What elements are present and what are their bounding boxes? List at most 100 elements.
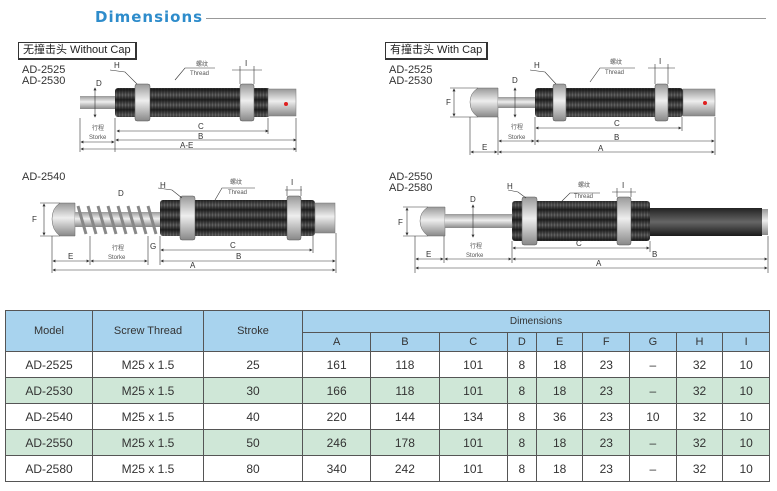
table-cell: – [629,351,677,378]
table-cell: 10 [722,429,770,456]
model-label: AD-2525 [22,64,65,76]
dim-label-c: C [576,239,582,248]
table-cell: 23 [582,351,631,378]
table-cell: 25 [203,351,303,378]
table-cell: 32 [675,455,724,482]
table-cell: 32 [675,429,724,456]
table-cell: 30 [203,377,303,404]
dim-label-e: E [426,250,431,259]
table-cell: 18 [535,351,584,378]
dim-label-f: F [446,98,451,107]
model-label: AD-2580 [389,182,432,194]
dim-label-b: B [652,250,657,259]
table-cell: 10 [722,377,770,404]
table-cell: 10 [629,403,677,430]
table-cell: 8 [506,429,537,456]
drawing-without-cap-2525-2530: AD-2525 AD-2530 D H 螺纹 Thread I [22,59,297,152]
stroke-cn-label: 行程 [470,242,482,250]
table-cell: – [629,377,677,404]
table-cell: 18 [535,455,584,482]
table-cell: – [629,429,677,456]
header-dim-b: B [370,332,440,352]
table-cell: 10 [722,455,770,482]
table-cell: 246 [301,429,372,456]
header-dim-e: E [535,332,584,352]
dim-label-g: G [150,242,156,251]
thread-cn-label: 螺纹 [196,60,208,68]
table-cell: 242 [370,455,440,482]
table-cell: 32 [675,351,724,378]
dim-label-d: D [512,76,518,85]
thread-label: Thread [190,71,209,77]
table-cell: 101 [438,351,508,378]
stroke-label: Storke [466,253,484,259]
table-cell: 134 [438,403,508,430]
header-screw-thread: Screw Thread [92,310,204,352]
dim-label-e: E [68,252,73,261]
stroke-label: Storke [108,255,126,261]
dim-label-d: D [96,79,102,88]
table-cell: 32 [675,403,724,430]
table-cell: 220 [301,403,372,430]
table-cell: 18 [535,429,584,456]
dim-label-h: H [507,182,513,191]
stroke-cn-label: 行程 [511,123,523,131]
table-cell: 340 [301,455,372,482]
table-cell: M25 x 1.5 [92,377,204,404]
stroke-cn-label: 行程 [112,244,124,252]
stroke-label: Storke [89,135,107,141]
table-cell: M25 x 1.5 [92,403,204,430]
dim-label-b: B [614,133,619,142]
table-cell: 10 [722,351,770,378]
header-dim-f: F [582,332,631,352]
dim-label-a: A [596,259,602,268]
table-cell: 32 [675,377,724,404]
table-cell: 101 [438,455,508,482]
table-cell: M25 x 1.5 [92,351,204,378]
dim-label-h: H [534,61,540,70]
dim-label-d: D [118,189,124,198]
table-cell: 40 [203,403,303,430]
model-label: AD-2550 [389,171,432,183]
table-cell: AD-2540 [5,403,93,430]
without-cap-label: 无撞击头 Without Cap [18,42,137,60]
table-cell: 101 [438,377,508,404]
header-model: Model [5,310,93,352]
header-dim-g: G [629,332,677,352]
title-divider [206,18,766,19]
table-cell: 36 [535,403,584,430]
table-cell: 8 [506,377,537,404]
header-dim-a: A [301,332,372,352]
thread-cn-label: 螺纹 [610,58,622,66]
dim-label-e: E [482,143,487,152]
dim-label-c: C [198,122,204,131]
table-cell: AD-2550 [5,429,93,456]
table-cell: AD-2530 [5,377,93,404]
table-cell: 8 [506,351,537,378]
stroke-label: Storke [508,135,526,141]
dim-label-i: I [659,57,661,66]
dim-label-a: A [190,261,196,270]
dim-label-a: A [598,144,604,153]
table-cell: 8 [506,455,537,482]
thread-label: Thread [574,194,593,200]
drawing-without-cap-2540: AD-2540 D H 螺纹 Thread [22,171,337,273]
table-cell: 166 [301,377,372,404]
dim-label-d: D [470,195,476,204]
dim-label-h: H [114,61,120,70]
thread-label: Thread [605,70,624,76]
table-cell: 8 [506,403,537,430]
stroke-cn-label: 行程 [92,124,104,132]
header-dim-h: H [675,332,724,352]
table-cell: M25 x 1.5 [92,455,204,482]
dim-label-i: I [245,59,247,68]
thread-cn-label: 螺纹 [230,178,242,186]
dim-label-b: B [236,252,241,261]
section-title: Dimensions [95,8,204,26]
